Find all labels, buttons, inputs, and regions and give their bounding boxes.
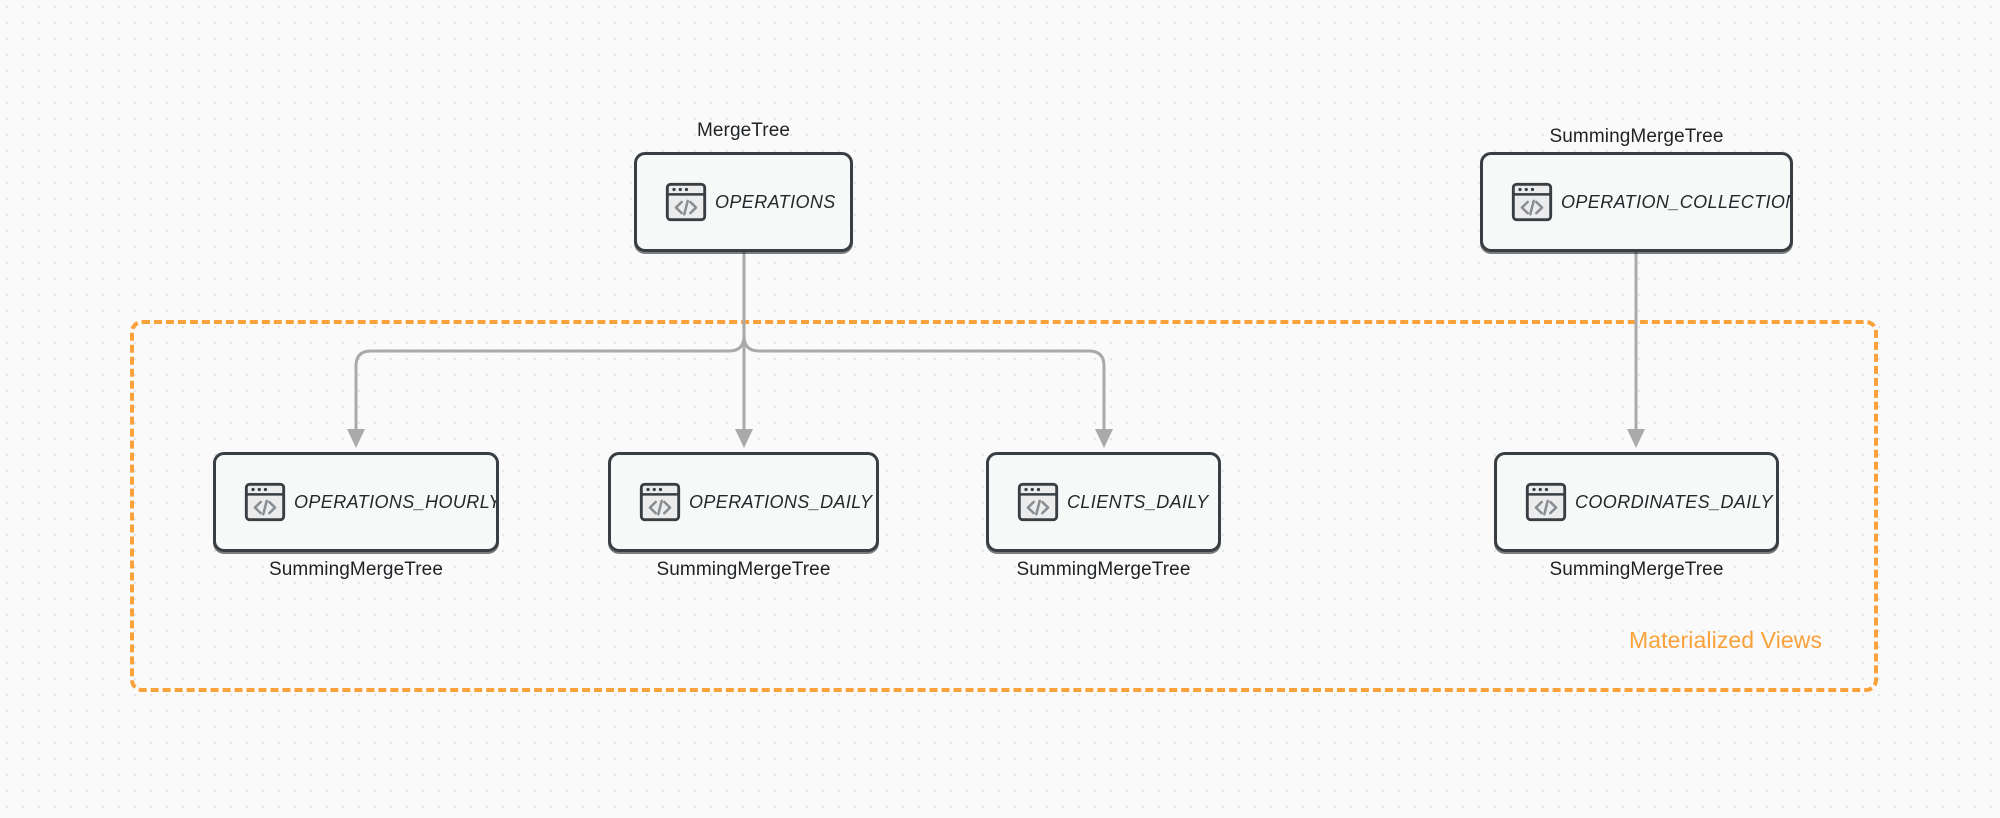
code-window-icon <box>1017 482 1059 522</box>
node-label-operations_hourly: OPERATIONS_HOURLY <box>294 491 496 512</box>
materialized-views-label: Materialized Views <box>1629 627 1823 653</box>
node-caption-clients_daily: SummingMergeTree <box>1016 559 1191 580</box>
node-operations_daily[interactable]: OPERATIONS_DAILY <box>608 452 879 552</box>
node-label-clients_daily: CLIENTS_DAILY <box>1067 491 1209 512</box>
node-operation_collection[interactable]: OPERATION_COLLECTION <box>1480 152 1793 252</box>
node-clients_daily[interactable]: CLIENTS_DAILY <box>986 452 1221 552</box>
code-window-icon <box>1511 182 1553 222</box>
node-caption-operations_hourly: SummingMergeTree <box>268 559 444 580</box>
node-label-operations_daily: OPERATIONS_DAILY <box>689 491 873 512</box>
node-operations_hourly[interactable]: OPERATIONS_HOURLY <box>213 452 499 552</box>
node-label-coordinates_daily: COORDINATES_DAILY <box>1575 491 1773 512</box>
code-window-icon <box>244 482 286 522</box>
node-coordinates_daily[interactable]: COORDINATES_DAILY <box>1494 452 1779 552</box>
node-caption-coordinates_daily: SummingMergeTree <box>1549 559 1724 580</box>
node-caption-operations_daily: SummingMergeTree <box>656 559 831 580</box>
node-label-operation_collection: OPERATION_COLLECTION <box>1561 191 1790 212</box>
code-window-icon <box>1525 482 1567 522</box>
node-operations[interactable]: OPERATIONS <box>634 152 853 252</box>
node-label-operations: OPERATIONS <box>715 191 836 212</box>
code-window-icon <box>639 482 681 522</box>
node-caption-operations: MergeTree <box>696 120 791 141</box>
code-window-icon <box>665 182 707 222</box>
node-caption-operation_collection: SummingMergeTree <box>1549 126 1724 147</box>
